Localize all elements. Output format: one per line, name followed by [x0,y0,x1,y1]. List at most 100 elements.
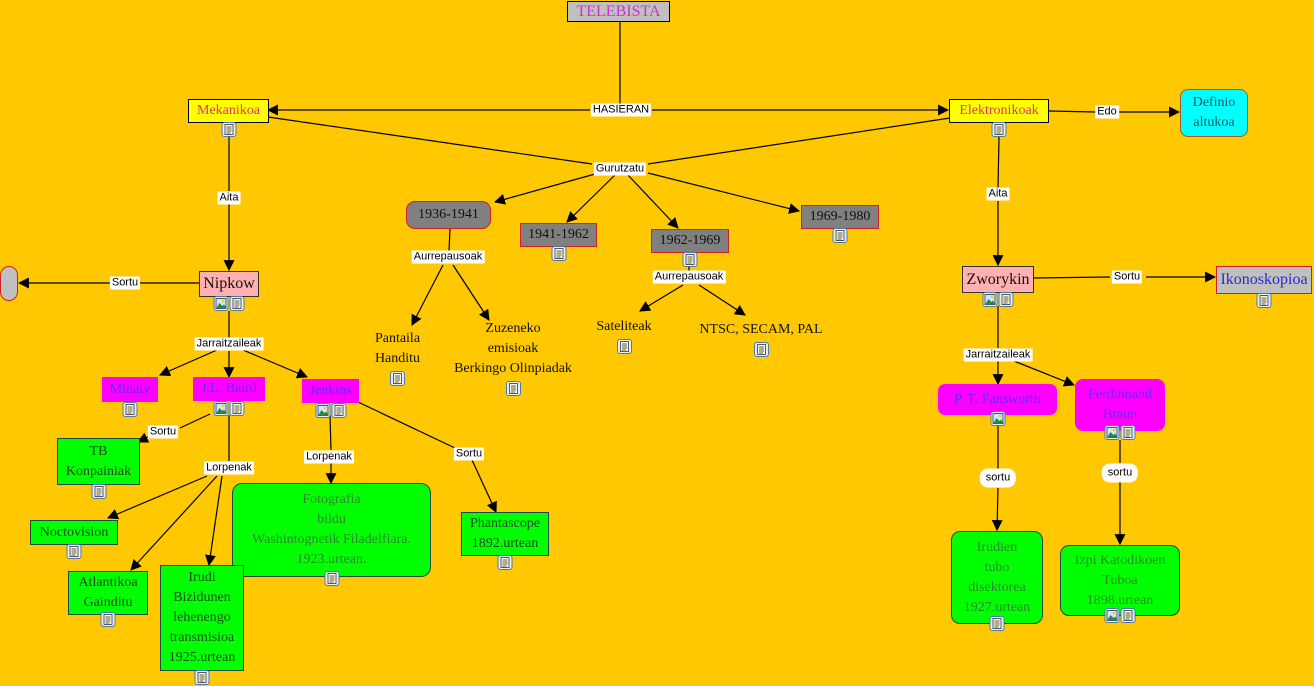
node-label: Phantascope 1892.urtean [470,516,540,551]
document-icon[interactable] [91,484,106,499]
node-label: 1962-1969 [659,233,721,248]
edge-lorpenak-irudi [204,475,223,567]
document-icon[interactable] [753,342,769,357]
node-label: Izpi Katodikoen Tuboa 1898.urtean [1074,552,1166,608]
node-telebista[interactable]: TELEBISTA [567,1,670,22]
image-icon[interactable] [1104,608,1120,623]
node-elektronikoak[interactable]: Elektronikoak [949,99,1049,137]
node-label: Ferdinnand Braun [1088,387,1152,422]
document-icon[interactable] [229,296,245,311]
node-ikonoskopioa[interactable]: Ikonoskopioa [1216,266,1312,308]
image-icon[interactable] [1104,425,1120,440]
edge-lorpenak-atlantikoa [130,475,218,571]
document-icon[interactable] [100,612,116,627]
node-phantascope[interactable]: Phantascope 1892.urtean [461,512,549,570]
edge-aurrepausoak-sateliteak [639,284,684,312]
node-label: Mihaly [109,381,151,397]
edge-aurrepausoak-ntsc [698,284,746,316]
edge-label-edo: Edo [1095,105,1119,119]
document-icon[interactable] [989,616,1005,631]
image-icon[interactable] [982,292,998,307]
node-irudi-bizidunen[interactable]: Irudi Bizidunen lehenengo transmisioa 19… [160,565,244,685]
node-period-1962-1969[interactable]: 1962-1969 [651,229,729,267]
node-label: Ikonoskopioa [1220,271,1308,288]
node-zuzeneko-emisioak[interactable]: Zuzeneko emisioak Berkingo Olinpiadak [440,318,586,400]
document-icon[interactable] [616,339,632,354]
document-icon[interactable] [991,122,1007,137]
edge-label-sortu-zworykin: Sortu [1111,270,1143,284]
document-icon[interactable] [390,371,405,386]
edge-label-gurutzatu: Gurutzatu [593,162,647,176]
edge-gurutzatu-1941 [566,173,617,223]
node-label: Noctovision [39,524,109,540]
document-icon[interactable] [331,403,346,418]
node-period-1941-1962[interactable]: 1941-1962 [520,223,597,261]
edge-gurutzatu-1936 [493,173,596,205]
document-icon[interactable] [505,381,521,396]
document-icon[interactable] [1120,425,1136,440]
node-izpi-katodikoen[interactable]: Izpi Katodikoen Tuboa 1898.urtean [1060,545,1180,623]
node-label: Zuzeneko emisioak Berkingo Olinpiadak [454,321,572,376]
node-noctovision[interactable]: Noctovision [30,520,118,559]
node-mekanikoa[interactable]: Mekanikoa [188,99,269,137]
edge-elektronikoak-edo [1048,110,1097,113]
node-pantaila-handitu[interactable]: Pantaila Handitu [360,328,435,386]
document-icon[interactable] [998,292,1014,307]
document-icon[interactable] [832,228,848,243]
node-label: Sateliteak [596,319,652,334]
node-period-1936-1941[interactable]: 1936-1941 [406,201,491,229]
edge-label-aita-right: Aita [986,187,1010,201]
document-icon[interactable] [1256,293,1272,308]
node-nipkow[interactable]: Nipkow [199,271,259,311]
document-icon[interactable] [324,571,339,586]
document-icon[interactable] [1120,608,1136,623]
document-icon[interactable] [221,122,236,137]
document-icon[interactable] [682,252,698,267]
edge-label-lorpenak-jenkins: Lorpenak [304,450,354,464]
node-jenkins[interactable]: Jenkins [302,379,359,418]
document-icon[interactable] [551,246,566,261]
node-tb-konpainiak[interactable]: TB Konpainiak [57,438,140,499]
edge-elektronikoak-gurutzatu [647,117,951,165]
node-label: J.L. Baird [201,381,257,396]
node-label: Definio altukoa [1192,95,1236,130]
image-icon[interactable] [213,401,229,416]
edge-sortu-irudien [991,487,1003,532]
edge-elektronikoak-aita [997,136,1000,189]
node-definio-altukoa[interactable]: Definio altukoa [1180,89,1248,137]
node-label: TELEBISTA [576,2,661,20]
edge-label-jarraitzaileak-left: Jarraitzaileak [194,337,264,351]
node-label: Zworykin [966,270,1030,288]
node-zworykin[interactable]: Zworykin [962,266,1034,307]
node-label: Jenkins [309,383,352,398]
node-empty[interactable] [0,266,18,301]
edge-label-lorpenak-baird: Lorpenak [204,461,254,475]
node-label: Irudien tubo disektorea 1927.urtean [963,539,1031,615]
node-ferdinnand-braun[interactable]: Ferdinnand Braun [1075,379,1165,440]
node-sateliteak[interactable]: Sateliteak [585,316,663,356]
document-icon[interactable] [66,544,82,559]
document-icon[interactable] [122,402,138,417]
node-fotografia-bildu[interactable]: Fotografia bildu Washintognetik Filadelf… [232,483,431,586]
node-irudien-tubo[interactable]: Irudien tubo disektorea 1927.urtean [951,531,1043,631]
node-ntsc-secam-pal[interactable]: NTSC, SECAM, PAL [684,319,838,359]
image-icon[interactable] [213,296,229,311]
edge-gurutzatu-1962 [626,173,679,229]
node-label: 1936-1941 [418,207,479,222]
document-icon[interactable] [229,401,245,416]
node-label: Nipkow [203,275,255,292]
document-icon[interactable] [497,555,513,570]
node-mihaly[interactable]: Mihaly [102,377,158,417]
node-jl-baird[interactable]: J.L. Baird [193,377,265,416]
edge-jarraitzaileak-braun [1013,360,1076,387]
node-fansworth[interactable]: P. T. Fansworth [938,384,1057,426]
document-icon[interactable] [194,670,210,685]
image-icon[interactable] [990,411,1005,426]
node-label: Atlantikoa Gainditu [78,575,138,610]
node-atlantikoa-gainditu[interactable]: Atlantikoa Gainditu [68,571,148,627]
node-period-1969-1980[interactable]: 1969-1980 [801,205,879,243]
edge-label-aurrepausoak-1962: Aurrepausoak [652,270,726,284]
edge-label-sortu-baird: Sortu [147,425,179,439]
edge-jenkins-sortu [357,401,456,449]
image-icon[interactable] [315,403,330,418]
